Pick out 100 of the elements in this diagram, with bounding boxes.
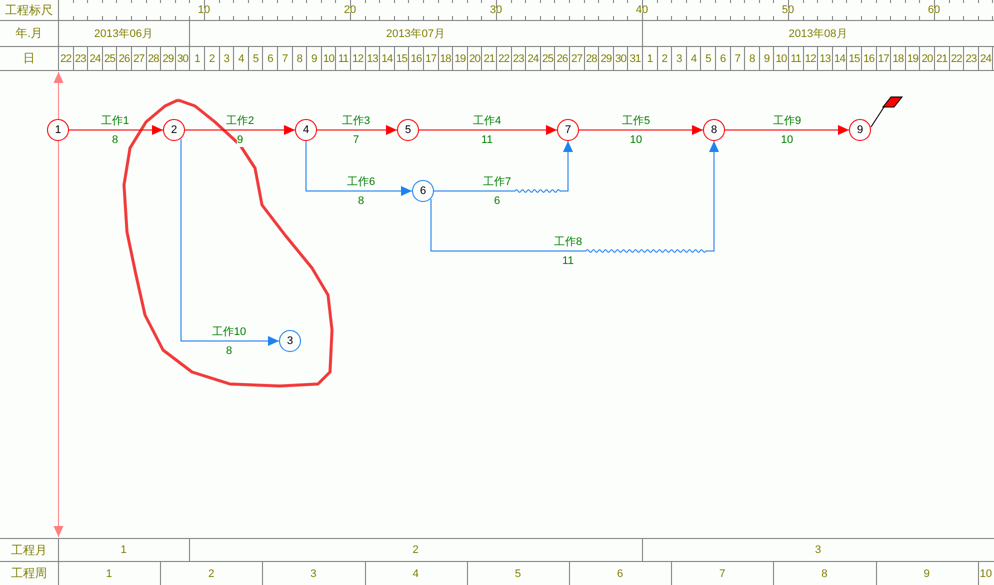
day-number: 20 (922, 52, 933, 64)
task-label: 工作6 (346, 176, 376, 189)
day-number: 4 (238, 52, 244, 64)
day-number: 23 (512, 52, 524, 64)
project-week-number: 5 (514, 568, 521, 580)
day-number: 10 (323, 52, 334, 64)
project-week-number: 1 (106, 568, 112, 580)
day-number: 16 (863, 52, 874, 64)
day-number: 18 (892, 52, 904, 64)
arrow (578, 125, 704, 135)
task-label: 工作2 (226, 115, 254, 128)
task-label: 工作4 (472, 115, 502, 128)
day-number: 21 (484, 52, 495, 64)
day-number: 1 (194, 52, 200, 64)
project-week-number: 3 (310, 568, 317, 580)
task-label: 工作5 (622, 115, 650, 128)
event-circle: 7 (557, 119, 579, 141)
day-number: 7 (734, 52, 740, 64)
day-number: 22 (498, 52, 510, 64)
day-number: 11 (790, 52, 801, 64)
project-week-number: 2 (208, 568, 214, 580)
day-number: 12 (352, 52, 364, 64)
arrow (184, 125, 296, 135)
day-number: 17 (878, 52, 889, 64)
day-number: 30 (615, 52, 626, 64)
day-number: 27 (571, 52, 582, 64)
day-number: 16 (410, 52, 422, 64)
day-number: 24 (89, 52, 100, 64)
event-circle: 3 (279, 330, 301, 352)
event-circle: 1 (47, 119, 69, 141)
project-week-number: 10 (980, 568, 992, 580)
project-month-number: 1 (120, 544, 127, 556)
day-number: 31 (630, 52, 641, 64)
day-number: 15 (396, 52, 408, 64)
month-label: 2013年08月 (788, 27, 848, 41)
day-number: 9 (311, 52, 317, 64)
arrow (418, 125, 558, 135)
task-label: 工作7 (482, 176, 512, 189)
day-number: 27 (133, 52, 144, 64)
project-week-number: 8 (821, 568, 828, 580)
day-number: 29 (600, 52, 612, 64)
day-number: 5 (705, 52, 711, 64)
day-number: 2 (662, 52, 668, 64)
task-label: 工作1 (100, 115, 130, 128)
ruler-number: 30 (490, 4, 502, 16)
day-number: 12 (804, 52, 816, 64)
day-number: 20 (469, 52, 480, 64)
day-number: 24 (527, 52, 538, 64)
arrow (430, 140, 719, 253)
arrow (68, 125, 164, 135)
ruler-number: 20 (344, 4, 356, 16)
day-number: 24 (980, 52, 992, 64)
arrow (724, 125, 850, 135)
event-circle: 4 (295, 119, 317, 141)
ruler-number: 40 (636, 4, 648, 16)
day-number: 2 (209, 52, 215, 64)
project-week-number: 4 (412, 568, 419, 580)
day-number: 17 (425, 52, 436, 64)
task-label: 工作3 (342, 115, 370, 128)
day-number: 14 (834, 52, 846, 64)
row-heading: 日 (23, 50, 35, 67)
day-number: 19 (454, 52, 466, 64)
event-circle: 6 (412, 180, 434, 202)
day-number: 6 (720, 52, 726, 64)
ruler-heading: 工程标尺 (5, 2, 53, 18)
day-number: 25 (104, 52, 116, 64)
day-number: 3 (676, 52, 682, 64)
day-number: 23 (74, 52, 86, 64)
day-number: 28 (148, 52, 159, 64)
day-number: 1 (647, 52, 653, 64)
day-number: 30 (177, 52, 188, 64)
arrow (316, 125, 398, 135)
row-heading: 工程周 (11, 565, 47, 582)
day-number: 18 (440, 52, 451, 64)
task-label: 工作10 (212, 326, 246, 339)
day-number: 25 (542, 52, 554, 64)
day-number: 23 (965, 52, 976, 64)
day-number: 13 (819, 52, 830, 64)
day-number: 8 (296, 52, 302, 64)
month-label: 2013年06月 (94, 27, 153, 41)
arrow (306, 140, 412, 196)
day-number: 11 (338, 52, 348, 64)
day-number: 13 (366, 52, 378, 64)
arrow (180, 138, 280, 346)
day-number: 7 (282, 52, 288, 64)
task-label: 工作8 (554, 236, 582, 249)
event-circle: 8 (703, 119, 725, 141)
project-week-number: 6 (617, 568, 624, 580)
arrow (434, 140, 573, 193)
event-circle: 5 (397, 119, 419, 141)
day-number: 22 (950, 52, 962, 64)
day-number: 5 (252, 52, 258, 64)
day-number: 22 (60, 52, 72, 64)
day-number: 8 (749, 52, 755, 64)
day-number: 26 (556, 52, 568, 64)
day-number: 28 (586, 52, 597, 64)
month-label: 2013年07月 (386, 27, 445, 41)
project-week-number: 7 (719, 568, 726, 580)
ruler-number: 10 (198, 4, 210, 16)
day-number: 21 (936, 52, 948, 64)
